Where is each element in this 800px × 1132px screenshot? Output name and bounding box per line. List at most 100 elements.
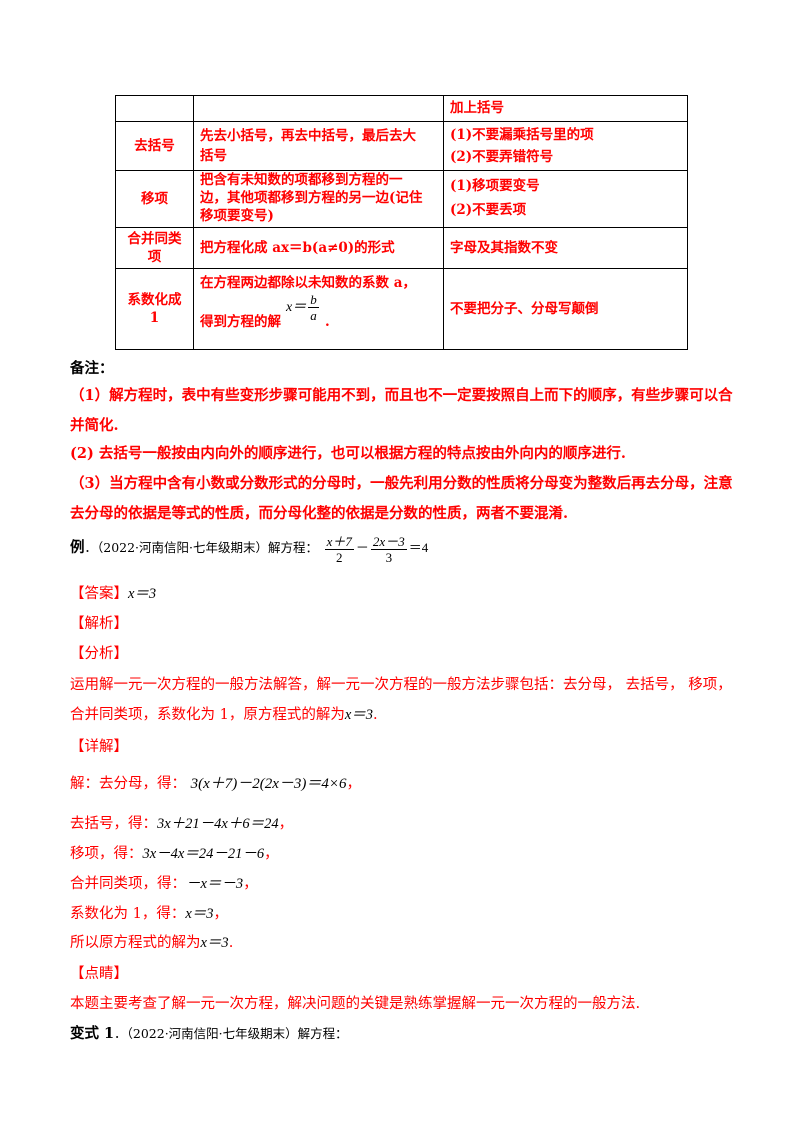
- fraction-numerator: b: [308, 292, 319, 308]
- table-method: 把方程化成 ax＝b(a≠0)的形式: [200, 240, 395, 256]
- detail-step: 系数化为 1，得：x＝3，: [70, 902, 228, 923]
- detail-tag: 【详解】: [70, 739, 128, 755]
- table-method: 得到方程的解.: [200, 313, 437, 332]
- detail-step-label: 合并同类项，得：: [70, 876, 186, 892]
- detail-step-end: ，: [346, 776, 362, 792]
- detail-step-end: ，: [243, 876, 258, 892]
- detail-step-label: 移项，得：: [70, 846, 143, 862]
- detail-step: 所以原方程式的解为x＝3.: [70, 931, 233, 952]
- detail-step-end: .: [228, 935, 234, 951]
- detail-step: 解：去分母，得： 3(x＋7)－2(2x－3)＝4×6，: [70, 766, 361, 802]
- detail-step-math: 3(x＋7)－2(2x－3)＝4×6: [190, 776, 347, 792]
- fraction-denominator: 3: [385, 549, 393, 565]
- example-label: 例: [70, 539, 85, 556]
- note-item-1: （1）解方程时，表中有些变形步骤可能用不到，而且也不一定要按照自上而下的顺序，有…: [70, 387, 733, 434]
- table-step-name-text: 合并同类项: [127, 231, 182, 265]
- table-method-text: 得到方程的解: [200, 314, 281, 330]
- detail-step-end: ，: [213, 906, 229, 922]
- answer-value: x＝3: [128, 586, 157, 602]
- fraction-denominator: 2: [336, 549, 343, 565]
- table-note: (1)移项要变号: [450, 178, 540, 194]
- answer-line: 【答案】x＝3: [70, 582, 156, 603]
- table-cell: 加上括号: [443, 95, 688, 122]
- table-cell: (1)移项要变号 (2)不要丢项: [443, 170, 688, 228]
- detail-step-label: 所以原方程式的解为: [70, 935, 201, 951]
- table-cell: [115, 95, 194, 122]
- table-row: 加上括号: [115, 95, 688, 122]
- table-method: 移项要变号): [200, 208, 274, 224]
- minus-sign: －: [355, 540, 369, 555]
- detail-step-math: x＝3: [185, 906, 214, 922]
- fraction-numerator: 2x－3: [370, 533, 407, 550]
- table-step-name-text: 系数化成1: [127, 292, 182, 326]
- detail-step-math: 3x－4x＝24－21－6: [142, 846, 265, 862]
- variant-source: ．（2022·河南信阳·七年级期末）解方程：: [114, 1026, 348, 1041]
- table-step-name: 去括号: [115, 121, 194, 171]
- equation-rhs: ＝4: [408, 540, 429, 555]
- comment-text: 本题主要考查了解一元一次方程，解决问题的关键是熟练掌握解一元一次方程的一般方法.: [70, 996, 641, 1012]
- detail-step-label: 解：去分母，得：: [70, 776, 186, 792]
- steps-table: 加上括号 去括号 先去小括号，再去中括号，最后去大 括号 (1)不要漏乘括号里的…: [115, 95, 688, 350]
- note-item-2: (2) 去括号一般按由内向外的顺序进行，也可以根据方程的特点按由外向内的顺序进行…: [70, 445, 626, 462]
- detail-step: 移项，得：3x－4x＝24－21－6，: [70, 842, 279, 863]
- table-note: (1)不要漏乘括号里的项: [450, 127, 594, 143]
- formula-lhs: x＝: [286, 299, 307, 315]
- table-cell: (1)不要漏乘括号里的项 (2)不要弄错符号: [443, 121, 688, 171]
- table-note: (2)不要弄错符号: [450, 149, 554, 165]
- table-row: 合并同类项 把方程化成 ax＝b(a≠0)的形式 字母及其指数不变: [115, 227, 688, 269]
- notes-title: 备注：: [70, 360, 114, 377]
- table-note: 加上括号: [450, 100, 504, 116]
- table-row: 去括号 先去小括号，再去中括号，最后去大 括号 (1)不要漏乘括号里的项 (2)…: [115, 121, 688, 171]
- table-method: 边，其他项都移到方程的另一边(记住: [200, 190, 423, 206]
- table-step-name: 合并同类项: [115, 227, 194, 269]
- answer-tag: 【答案】: [70, 586, 128, 602]
- fenxi-end: .: [373, 707, 378, 723]
- table-cell: 把含有未知数的项都移到方程的一 边，其他项都移到方程的另一边(记住 移项要变号): [193, 170, 444, 228]
- fenxi-solution: x＝3: [344, 707, 374, 723]
- table-cell: 把方程化成 ax＝b(a≠0)的形式: [193, 227, 444, 269]
- detail-step-label: 去括号，得：: [70, 816, 157, 832]
- table-note: 不要把分子、分母写颠倒: [450, 301, 599, 317]
- fraction-numerator: x＋7: [324, 533, 354, 550]
- detail-step: 合并同类项，得：－x＝－3，: [70, 872, 258, 893]
- table-method: 把含有未知数的项都移到方程的一: [200, 172, 403, 188]
- table-cell: 不要把分子、分母写颠倒: [443, 268, 688, 350]
- fenxi-tag: 【分析】: [70, 646, 128, 662]
- detail-step-label: 系数化为 1，得：: [70, 906, 186, 922]
- detail-step: 去括号，得：3x＋21－4x＋6＝24，: [70, 812, 293, 833]
- table-row: 移项 把含有未知数的项都移到方程的一 边，其他项都移到方程的另一边(记住 移项要…: [115, 170, 688, 228]
- table-cell: [193, 95, 444, 122]
- note-item-3: （3）当方程中含有小数或分数形式的分母时，一般先利用分数的性质将分母变为整数后再…: [70, 475, 733, 522]
- fenxi-line-2-text: 合并同类项，系数化为 1，原方程式的解为: [70, 707, 345, 723]
- fenxi-line-1: 运用解一元一次方程的一般方法解答，解一元一次方程的一般方法步骤包括：去分母， 去…: [70, 677, 732, 693]
- fenxi-line-2: 合并同类项，系数化为 1，原方程式的解为x＝3.: [70, 703, 378, 724]
- detail-step-math: x＝3: [200, 935, 229, 951]
- fraction-denominator: a: [310, 308, 317, 323]
- table-step-name: 系数化成1: [115, 268, 194, 350]
- table-note: (2)不要丢项: [450, 202, 527, 218]
- table-method: 括号: [200, 148, 227, 164]
- table-cell: 先去小括号，再去中括号，最后去大 括号: [193, 121, 444, 171]
- variant-label: 变式 1: [70, 1025, 115, 1042]
- example-source: ．（2022·河南信阳·七年级期末）解方程：: [84, 540, 319, 555]
- formula-tail: .: [325, 314, 330, 330]
- detail-step-end: ，: [264, 846, 279, 862]
- comment-tag: 【点睛】: [70, 966, 128, 982]
- table-step-name: 移项: [115, 170, 194, 228]
- table-cell: 字母及其指数不变: [443, 227, 688, 269]
- analysis-tag: 【解析】: [70, 616, 128, 632]
- table-method: 在方程两边都除以未知数的系数 a，: [200, 275, 416, 291]
- detail-step-math: 3x＋21－4x＋6＝24: [157, 816, 279, 832]
- variant-line: 变式 1．（2022·河南信阳·七年级期末）解方程：: [70, 1022, 348, 1043]
- detail-step-end: ，: [278, 816, 294, 832]
- detail-step-math: －x＝－3: [186, 876, 244, 892]
